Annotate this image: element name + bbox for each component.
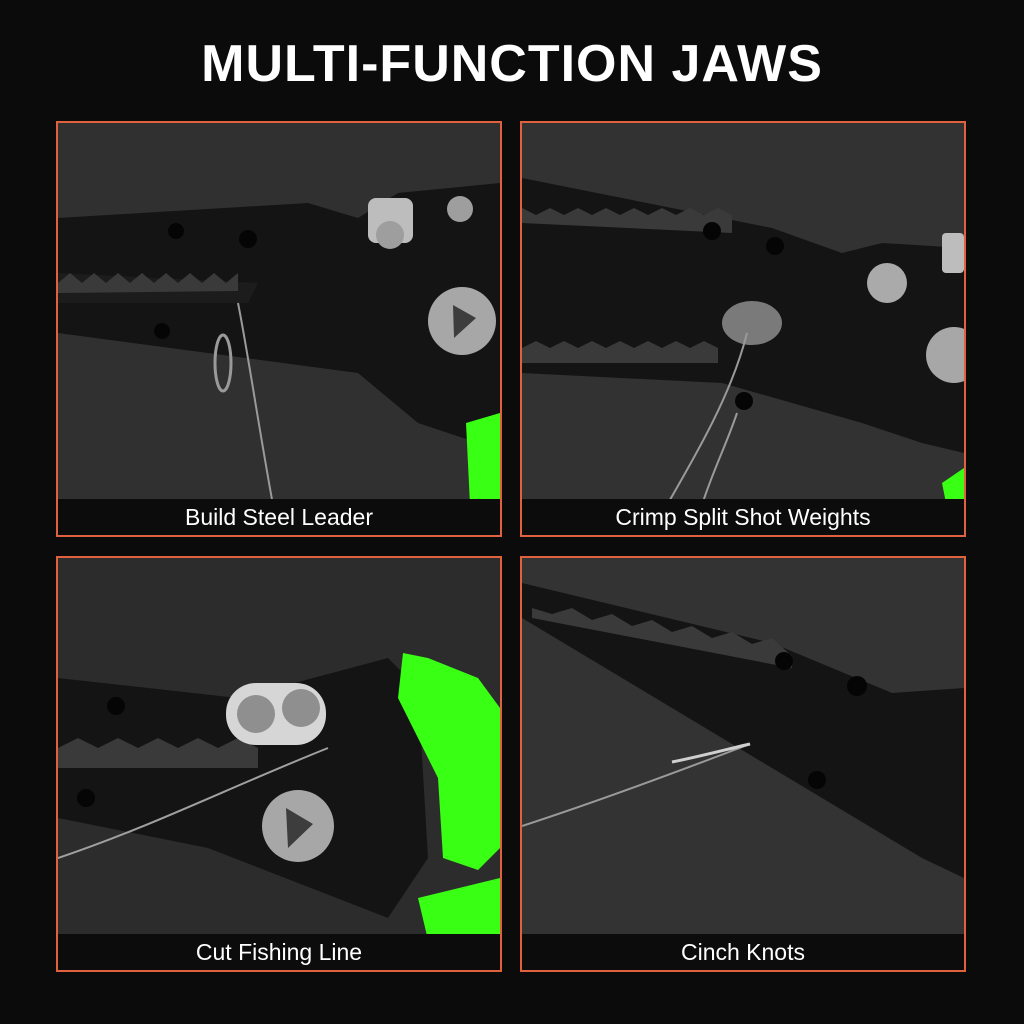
caption-build-steel-leader: Build Steel Leader	[58, 499, 500, 535]
pliers-photo-build-leader	[58, 123, 500, 535]
pliers-photo-crimp-split-shot	[522, 123, 964, 535]
page-title: MULTI-FUNCTION JAWS	[201, 35, 823, 93]
panel-cut-fishing-line: Cut Fishing Line	[56, 556, 502, 972]
caption-crimp-split-shot: Crimp Split Shot Weights	[522, 499, 964, 535]
caption-cinch-knots: Cinch Knots	[522, 934, 964, 970]
pliers-photo-cinch-knots	[522, 558, 964, 970]
panel-build-steel-leader: Build Steel Leader	[56, 121, 502, 537]
pliers-photo-cut-line	[58, 558, 500, 970]
panel-cinch-knots: Cinch Knots	[520, 556, 966, 972]
panel-crimp-split-shot: Crimp Split Shot Weights	[520, 121, 966, 537]
caption-cut-fishing-line: Cut Fishing Line	[58, 934, 500, 970]
